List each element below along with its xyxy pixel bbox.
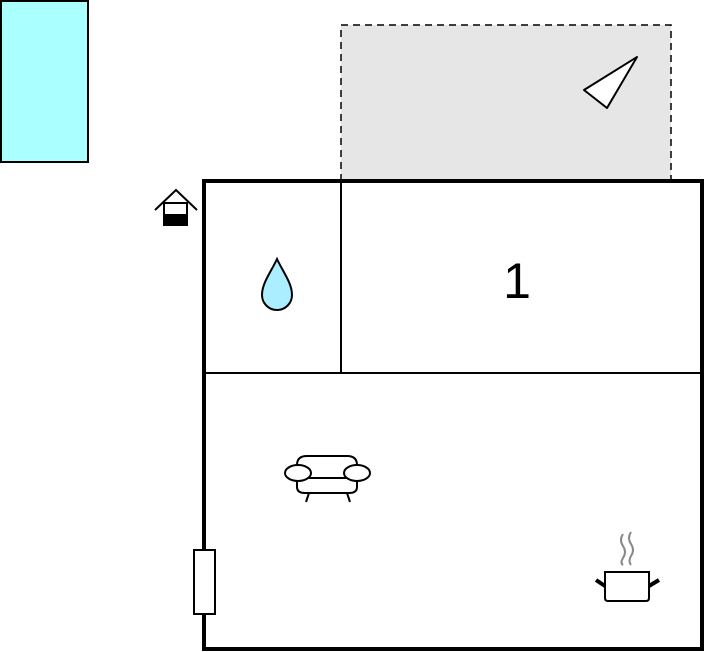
cooking-pot-icon [594, 531, 661, 602]
sofa-icon [284, 455, 371, 503]
north-arrow-icon [583, 56, 638, 109]
terrace [340, 24, 672, 182]
window [193, 549, 216, 615]
entrance-icon [154, 188, 198, 226]
room-number: 1 [503, 253, 531, 309]
water-drop-icon [260, 256, 294, 311]
pool [0, 0, 89, 163]
